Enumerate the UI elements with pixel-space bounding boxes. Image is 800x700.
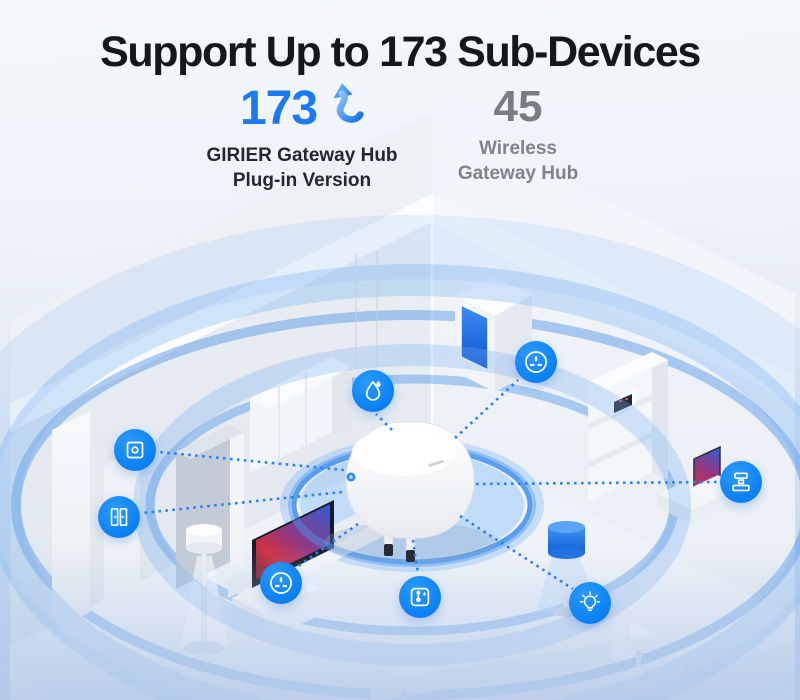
girier-hub-label: GIRIER Gateway Hub Plug-in Version	[178, 143, 426, 193]
connection-lines	[142, 250, 718, 591]
banner-header: Support Up to 173 Sub-Devices 173	[0, 0, 800, 195]
wireless-hub-label: Wireless Gateway Hub	[437, 136, 599, 186]
girier-count: 173	[239, 82, 318, 135]
wireless-count: 45	[493, 82, 543, 131]
increase-arrow-icon	[322, 81, 364, 136]
girier-hub-label-line1: GIRIER Gateway Hub	[206, 145, 398, 166]
clock-device	[610, 388, 636, 416]
bottom-haze	[0, 545, 800, 700]
shelf-unit	[588, 352, 668, 502]
wireless-hub-stat: 45 Wireless Gateway Hub	[437, 85, 599, 186]
girier-hub-stat: 173 GIRIER	[178, 82, 426, 193]
girier-hub-label-line2: Plug-in Version	[232, 170, 372, 192]
wall-cabinets	[250, 357, 352, 473]
wireless-hub-label-line1: Wireless	[479, 138, 557, 159]
wireless-hub-label-line2: Gateway Hub	[457, 163, 579, 185]
gateway-hub-device	[324, 421, 496, 562]
page-title: Support Up to 173 Sub-Devices	[100, 28, 701, 76]
comparison-row: 173 GIRIER	[0, 82, 800, 195]
